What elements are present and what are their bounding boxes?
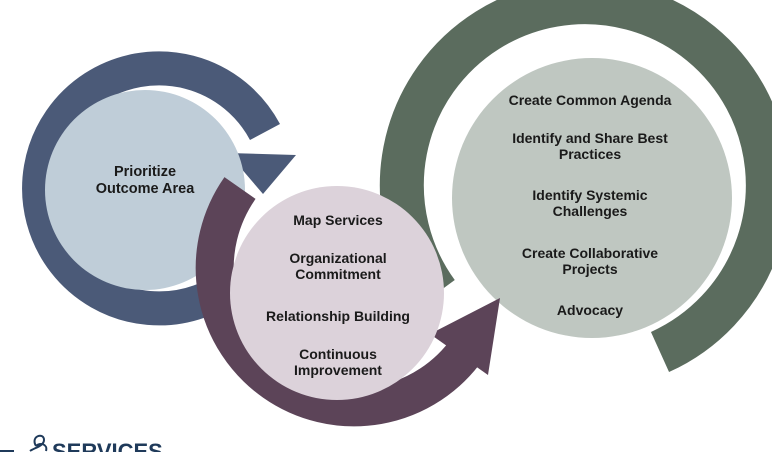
stage3-ring-arc	[379, 0, 772, 373]
stage3-item-line: Identify and Share Best	[512, 130, 668, 146]
stage3-inner-circle	[452, 58, 732, 338]
stage2-item-line: Continuous	[299, 346, 377, 362]
stage1-arrowhead	[228, 153, 296, 194]
stage1-line: Prioritize	[113, 164, 177, 180]
stage2-item-line: Commitment	[295, 266, 381, 283]
stage1-line: Outcome Area	[95, 180, 195, 197]
stage1-inner-circle	[45, 90, 245, 290]
stage1-ring-arc	[22, 51, 280, 326]
stage2-item-organizational-commitment: Organizational Commitment	[289, 250, 386, 282]
stage2-ring-arc	[195, 177, 484, 427]
stage1-label: Prioritize Outcome Area	[96, 164, 195, 197]
stage3-item-line: Identify Systemic	[532, 187, 648, 203]
stage3-item-line: Projects	[562, 261, 618, 278]
stage3-item-line: Advocacy	[556, 302, 624, 318]
stage2-item-relationship-building: Relationship Building	[266, 308, 410, 324]
stage2-item-line: Map Services	[293, 212, 383, 228]
stage2-item-map-services: Map Services	[293, 212, 383, 228]
stage3-item-line: Practices	[558, 146, 622, 163]
stage3-item-advocacy: Advocacy	[557, 302, 623, 318]
stage3-item-best-practices: Identify and Share Best Practices	[512, 130, 668, 162]
stage3-item-common-agenda: Create Common Agenda	[509, 92, 672, 108]
stage3-item-line: Challenges	[552, 203, 628, 220]
stage2-item-line: Improvement	[294, 362, 382, 379]
stage3-item-systemic-challenges: Identify Systemic Challenges	[532, 187, 647, 219]
stage2-item-line: Organizational	[289, 250, 387, 266]
stage2-inner-circle	[230, 186, 444, 400]
stage2-item-line: Relationship Building	[266, 308, 410, 324]
people-loop-icon: SERVICES	[0, 434, 163, 452]
stage3-item-line: Create Collaborative	[521, 245, 659, 261]
stage2-item-continuous-improvement: Continuous Improvement	[294, 346, 382, 378]
logo-text: SERVICES	[52, 439, 163, 452]
stage3-item-collaborative-projects: Create Collaborative Projects	[522, 245, 658, 277]
stage2-arrowhead	[430, 298, 500, 375]
stage3-item-line: Create Common Agenda	[508, 92, 672, 108]
logo: SERVICES	[0, 432, 200, 452]
